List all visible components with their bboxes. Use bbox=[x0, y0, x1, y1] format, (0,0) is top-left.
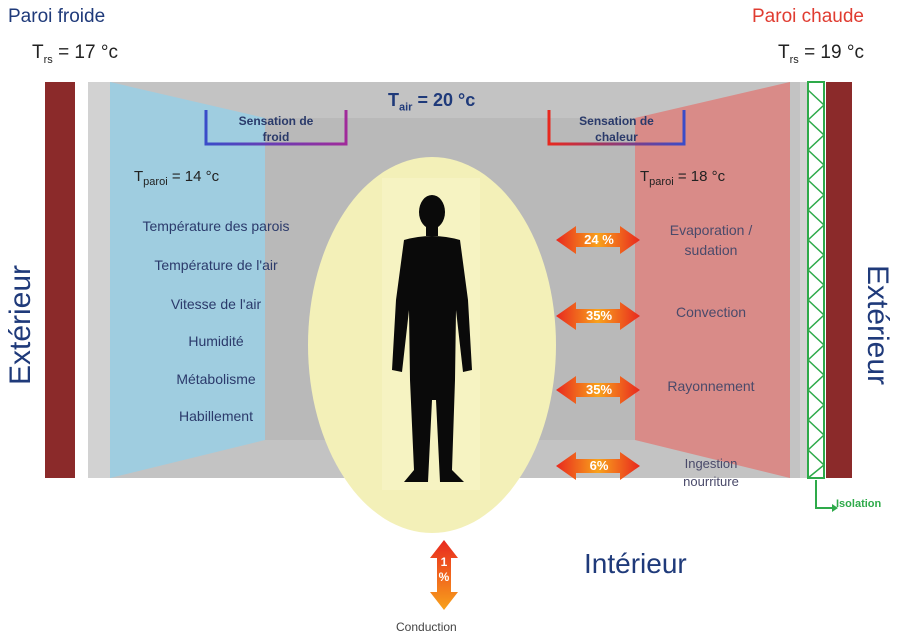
exterior-label-right: Extérieur bbox=[861, 264, 894, 386]
cold-zone bbox=[110, 82, 265, 478]
conduction-percent: 1% bbox=[438, 555, 450, 584]
factor-air-temperature: Température de l'air bbox=[154, 257, 278, 273]
isolation-pointer bbox=[815, 480, 832, 509]
air-temperature: Tair = 20 °c bbox=[388, 90, 476, 114]
hot-wall bbox=[826, 82, 852, 478]
factor-wall-temperature: Température des parois bbox=[142, 218, 290, 234]
hot-wall-trs: Trs = 19 °c bbox=[778, 42, 864, 66]
person-silhouette-icon bbox=[392, 195, 472, 482]
cold-wall-trs: Trs = 17 °c bbox=[32, 42, 118, 66]
mechanism-convection: Convection bbox=[675, 304, 747, 320]
cold-wall-title: Paroi froide bbox=[8, 6, 106, 27]
cold-sensation-box bbox=[204, 110, 348, 146]
double-arrow-icon bbox=[556, 376, 640, 404]
mechanism-evaporation: Evaporation /sudation bbox=[669, 222, 753, 258]
isolation-label: Isolation bbox=[836, 498, 882, 510]
double-arrow-icon bbox=[556, 302, 640, 330]
conduction-label: Conduction bbox=[396, 620, 457, 634]
exterior-label-left: Extérieur bbox=[4, 264, 37, 386]
hot-wall-title: Paroi chaude bbox=[752, 6, 864, 27]
exchange-percent-convection: 35% bbox=[585, 308, 613, 323]
hot-zone bbox=[635, 82, 790, 478]
double-arrow-icon bbox=[556, 226, 640, 254]
factor-metabolism: Métabolisme bbox=[176, 371, 256, 387]
factor-clothing: Habillement bbox=[179, 408, 253, 424]
mechanism-radiation: Rayonnement bbox=[667, 378, 755, 394]
cold-wall-surface-temp: Tparoi = 14 °c bbox=[134, 168, 220, 188]
hot-wall-surface-temp: Tparoi = 18 °c bbox=[640, 168, 726, 188]
exchange-percent-food: 6% bbox=[589, 458, 609, 473]
hot-sensation-box bbox=[547, 110, 686, 146]
cold-wall bbox=[45, 82, 75, 478]
exchange-percent-evaporation: 24 % bbox=[584, 232, 614, 247]
double-arrow-icon bbox=[556, 452, 640, 480]
factor-humidity: Humidité bbox=[188, 333, 244, 349]
exchange-percent-radiation: 35% bbox=[585, 382, 613, 397]
factor-air-speed: Vitesse de l'air bbox=[170, 296, 262, 312]
interior-label: Intérieur bbox=[584, 548, 687, 579]
double-arrow-icon bbox=[430, 540, 458, 610]
insulation-zigzag bbox=[806, 89, 826, 479]
